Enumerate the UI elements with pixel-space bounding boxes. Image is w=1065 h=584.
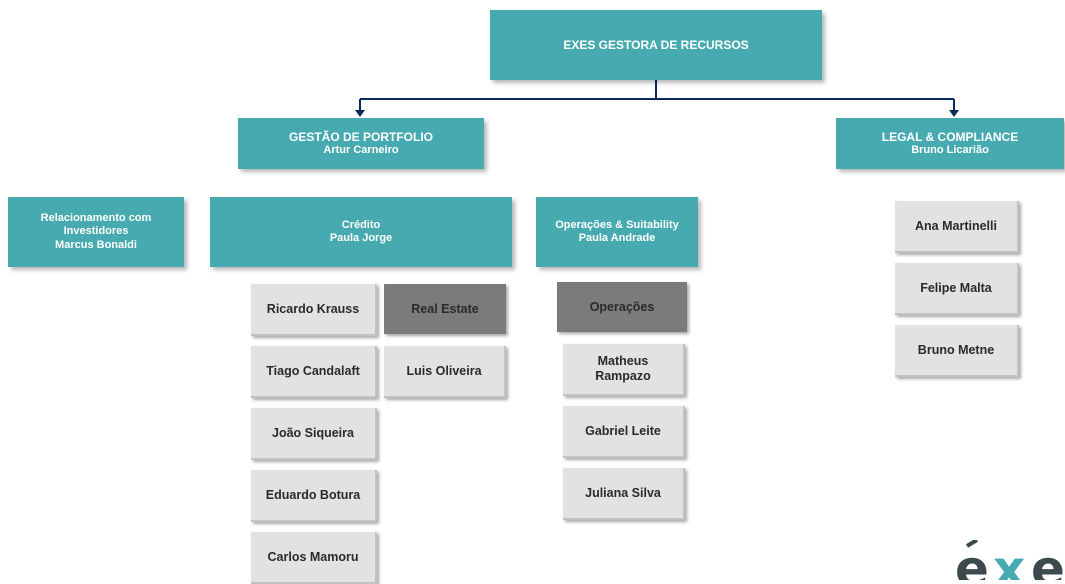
operations-member: Matheus Rampazo — [563, 344, 685, 396]
operations-member-name: Juliana Silva — [585, 485, 661, 500]
legal-title: LEGAL & COMPLIANCE — [881, 129, 1019, 144]
operations-member-name: Gabriel Leite — [585, 423, 661, 438]
legal-box: LEGAL & COMPLIANCE Bruno Licarião — [836, 118, 1064, 169]
credit-member-name: Eduardo Botura — [265, 487, 361, 502]
operations-member: Juliana Silva — [563, 468, 685, 520]
arrow-to-portfolio — [355, 110, 365, 117]
legal-member-name: Felipe Malta — [920, 280, 992, 295]
legal-member-name: Ana Martinelli — [915, 218, 997, 233]
arrow-to-legal — [949, 110, 959, 117]
portfolio-title: GESTÃO DE PORTFOLIO — [288, 129, 433, 144]
credit-box: Crédito Paula Jorge — [210, 197, 512, 267]
operations-title: Operações & Suitability — [555, 218, 679, 231]
root-box: EXES GESTORA DE RECURSOS — [490, 10, 822, 80]
legal-member: Ana Martinelli — [895, 201, 1019, 253]
svg-text:x: x — [993, 540, 1025, 580]
legal-member: Bruno Metne — [895, 325, 1019, 377]
credit-member-name: Ricardo Krauss — [266, 301, 360, 316]
legal-member: Felipe Malta — [895, 263, 1019, 315]
real-estate-member-name: Luis Oliveira — [406, 363, 482, 378]
svg-text:e: e — [1031, 540, 1065, 580]
legal-member-name: Bruno Metne — [917, 342, 995, 357]
legal-head: Bruno Licarião — [911, 144, 989, 157]
investor-relations-line2: Investidores — [63, 225, 129, 238]
credit-member-name: Tiago Candalaft — [266, 363, 360, 378]
operations-member-line1: Matheus — [597, 354, 649, 368]
credit-member: Carlos Mamoru — [251, 532, 377, 584]
credit-member: João Siqueira — [251, 408, 377, 460]
credit-member-name: Carlos Mamoru — [267, 549, 359, 564]
portfolio-head: Artur Carneiro — [323, 144, 399, 157]
operations-head: Paula Andrade — [578, 232, 656, 244]
investor-relations-box: Relacionamento com Investidores Marcus B… — [8, 197, 184, 267]
real-estate-label: Real Estate — [411, 301, 479, 316]
operations-sub-label: Operações — [589, 299, 655, 314]
credit-head: Paula Jorge — [329, 232, 393, 244]
real-estate-member: Luis Oliveira — [384, 346, 506, 398]
investor-relations-head: Marcus Bonaldi — [55, 238, 137, 251]
credit-title: Crédito — [341, 218, 381, 231]
exes-logo-icon: e x e — [953, 540, 1065, 580]
investor-relations-line1: Relacionamento com — [40, 212, 152, 225]
credit-member: Eduardo Botura — [251, 470, 377, 522]
root-title: EXES GESTORA DE RECURSOS — [563, 37, 749, 52]
operations-member: Gabriel Leite — [563, 406, 685, 458]
credit-member: Ricardo Krauss — [251, 284, 377, 336]
real-estate-box: Real Estate — [384, 284, 506, 334]
portfolio-box: GESTÃO DE PORTFOLIO Artur Carneiro — [238, 118, 484, 169]
operations-box: Operações & Suitability Paula Andrade — [536, 197, 698, 267]
credit-member: Tiago Candalaft — [251, 346, 377, 398]
credit-member-name: João Siqueira — [272, 425, 354, 440]
operations-member-line2: Rampazo — [595, 369, 651, 383]
svg-text:e: e — [955, 540, 989, 580]
operations-sub-box: Operações — [557, 282, 687, 332]
